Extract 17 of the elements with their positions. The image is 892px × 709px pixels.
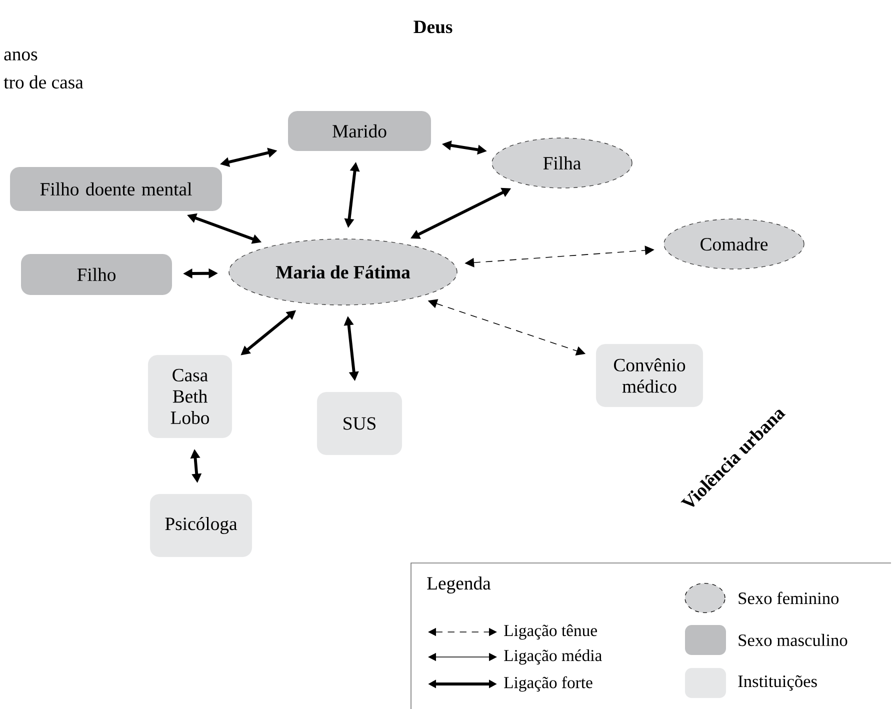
- person-box: Convênio médico: [596, 344, 703, 407]
- person-box: Psicóloga: [150, 494, 252, 557]
- legend-text: Ligação tênue: [504, 624, 597, 640]
- person-box: Marido: [288, 111, 431, 151]
- label-text: tro de casa: [4, 75, 84, 89]
- person-box: SUS: [317, 392, 402, 455]
- legend-text: Sexo feminino: [738, 592, 839, 604]
- person-box: Filho doente mental: [10, 167, 222, 211]
- person-box: Filho: [21, 254, 172, 295]
- person-box: Casa Beth Lobo: [148, 355, 232, 438]
- legend-text: Instituições: [738, 675, 817, 691]
- legend-text: Sexo masculino: [738, 634, 848, 646]
- legend-text: Ligação média: [504, 649, 602, 665]
- label-text: Deus: [414, 20, 452, 34]
- label-text: anos: [4, 52, 38, 60]
- label-text: Legenda: [427, 576, 491, 594]
- legend-text: Ligação forte: [504, 676, 592, 692]
